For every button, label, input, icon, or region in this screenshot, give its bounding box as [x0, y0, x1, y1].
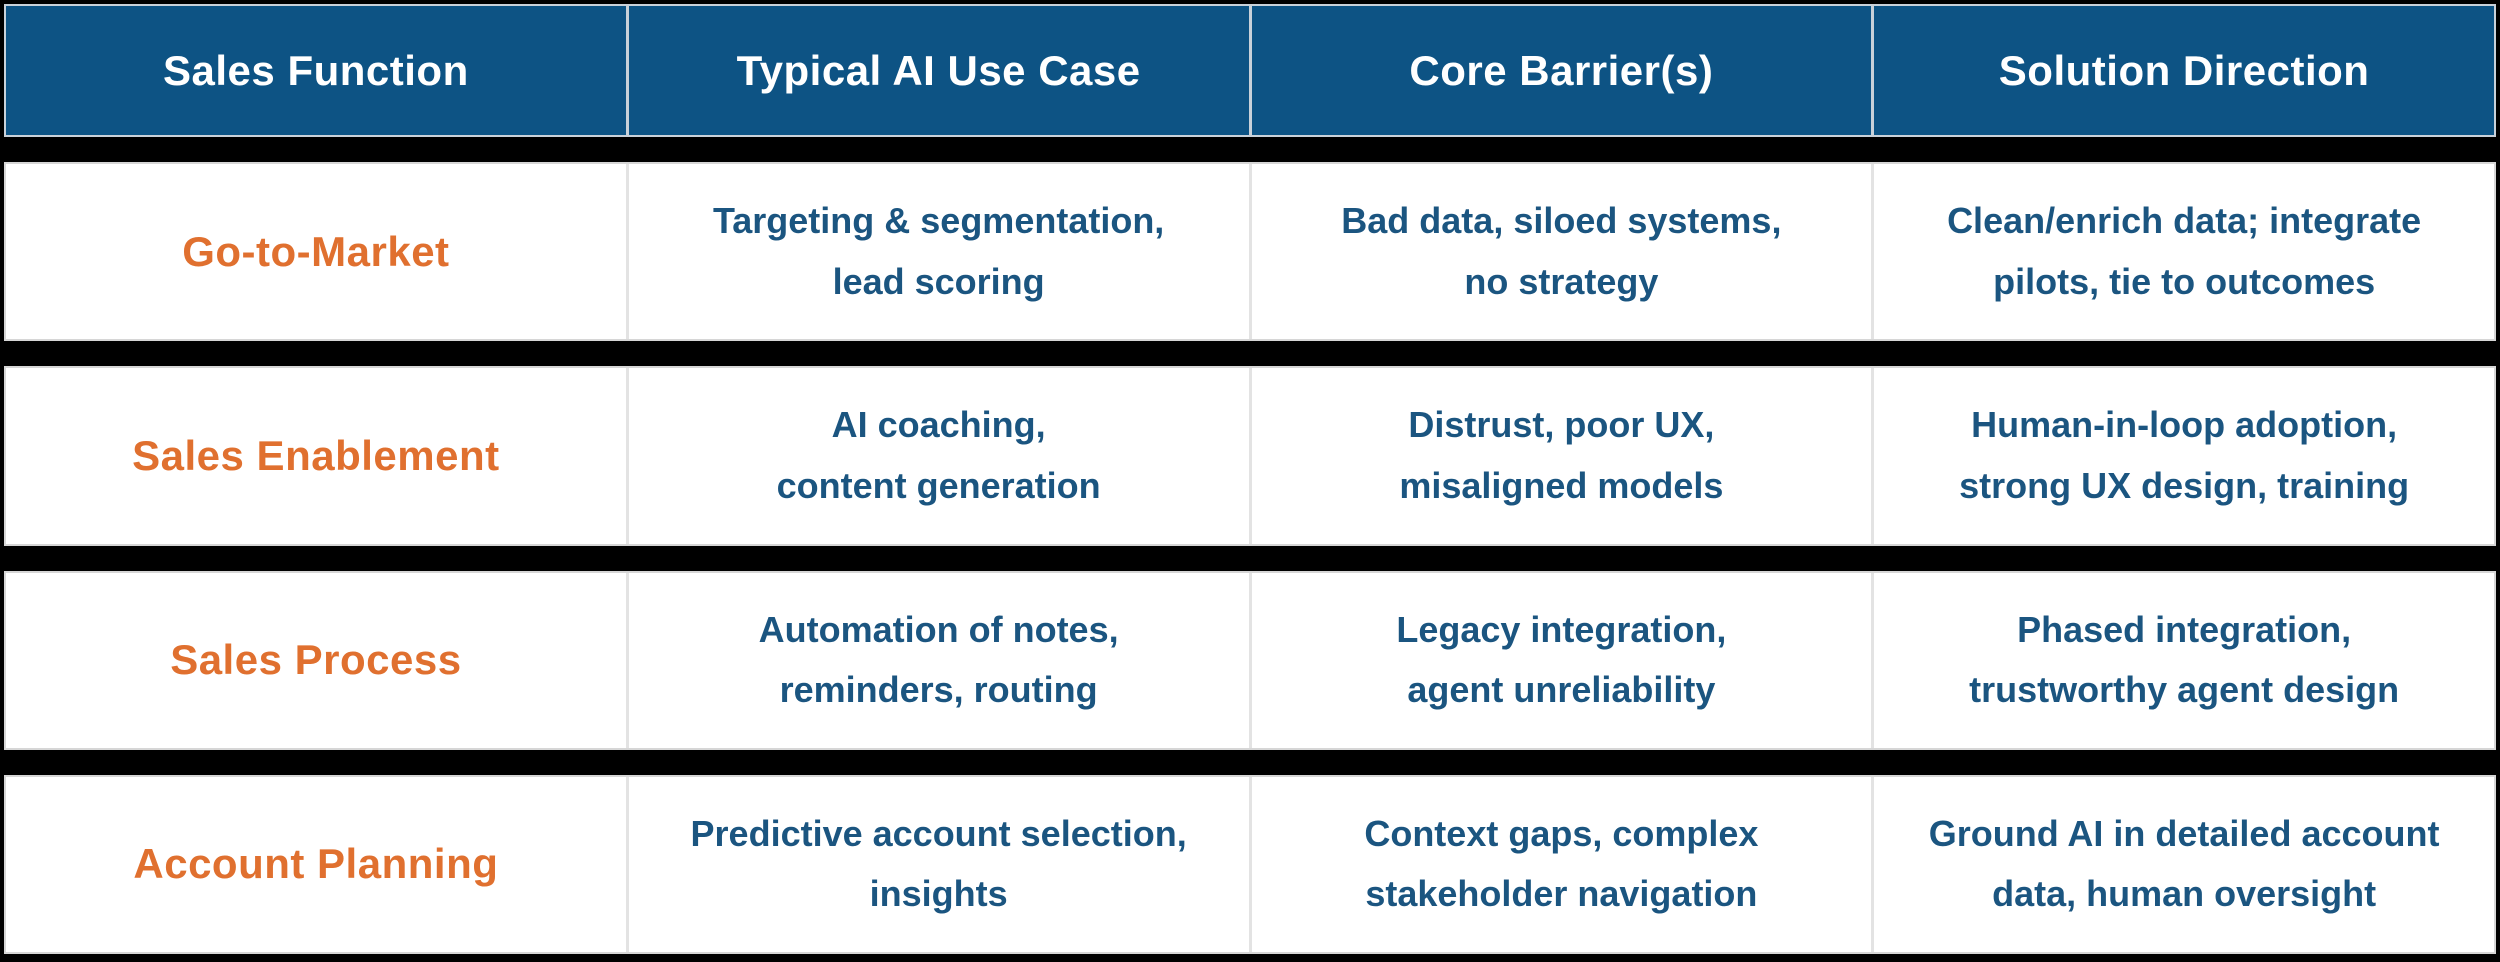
cell-use-case: Automation of notes, reminders, routing: [629, 572, 1252, 748]
cell-solution: Clean/enrich data; integrate pilots, tie…: [1947, 200, 2422, 302]
function-label: Sales Enablement: [6, 368, 629, 544]
cell-solution: Ground AI in detailed account data, huma…: [1928, 812, 2440, 915]
header-cell-core-barriers: Core Barrier(s): [1252, 6, 1875, 135]
row-separator-band: [4, 749, 2496, 775]
function-label: Sales Process: [6, 572, 629, 748]
cell-use-case: AI coaching, content generation: [629, 368, 1252, 544]
cell-barriers: Context gaps, complex stakeholder naviga…: [1252, 776, 1875, 952]
cell-barriers: Bad data, siloed systems, no strategy: [1252, 164, 1875, 340]
header-cell-solution-direction: Solution Direction: [1998, 46, 2370, 94]
table-row-sales-enablement: Sales Enablement AI coaching, content ge…: [4, 366, 2496, 546]
cell-barriers: Distrust, poor UX, misaligned models: [1252, 368, 1875, 544]
header-cell-sales-function: Sales Function: [6, 6, 629, 135]
header-cell-typical-ai-use-case: Typical AI Use Case: [629, 6, 1252, 135]
function-label: Go-to-Market: [6, 164, 629, 340]
table-row-sales-process: Sales Process Automation of notes, remin…: [4, 570, 2496, 750]
cell-solution: Human-in-loop adoption, strong UX design…: [1959, 404, 2410, 506]
cell-barriers: Legacy integration, agent unreliability: [1252, 572, 1875, 748]
function-label: Account Planning: [6, 776, 629, 952]
table-header-row: Sales Function Typical AI Use Case Core …: [4, 4, 2496, 137]
row-separator-band: [4, 545, 2496, 571]
row-separator-band: [4, 137, 2496, 162]
cell-use-case: Predictive account selection, insights: [629, 776, 1252, 952]
cell-solution: Phased integration, trustworthy agent de…: [1969, 608, 2400, 711]
table-row-go-to-market: Go-to-Market Targeting & segmentation, l…: [4, 162, 2496, 342]
cell-use-case: Targeting & segmentation, lead scoring: [629, 164, 1252, 340]
row-separator-band: [4, 341, 2496, 367]
table-row-account-planning: Account Planning Predictive account sele…: [4, 774, 2496, 954]
